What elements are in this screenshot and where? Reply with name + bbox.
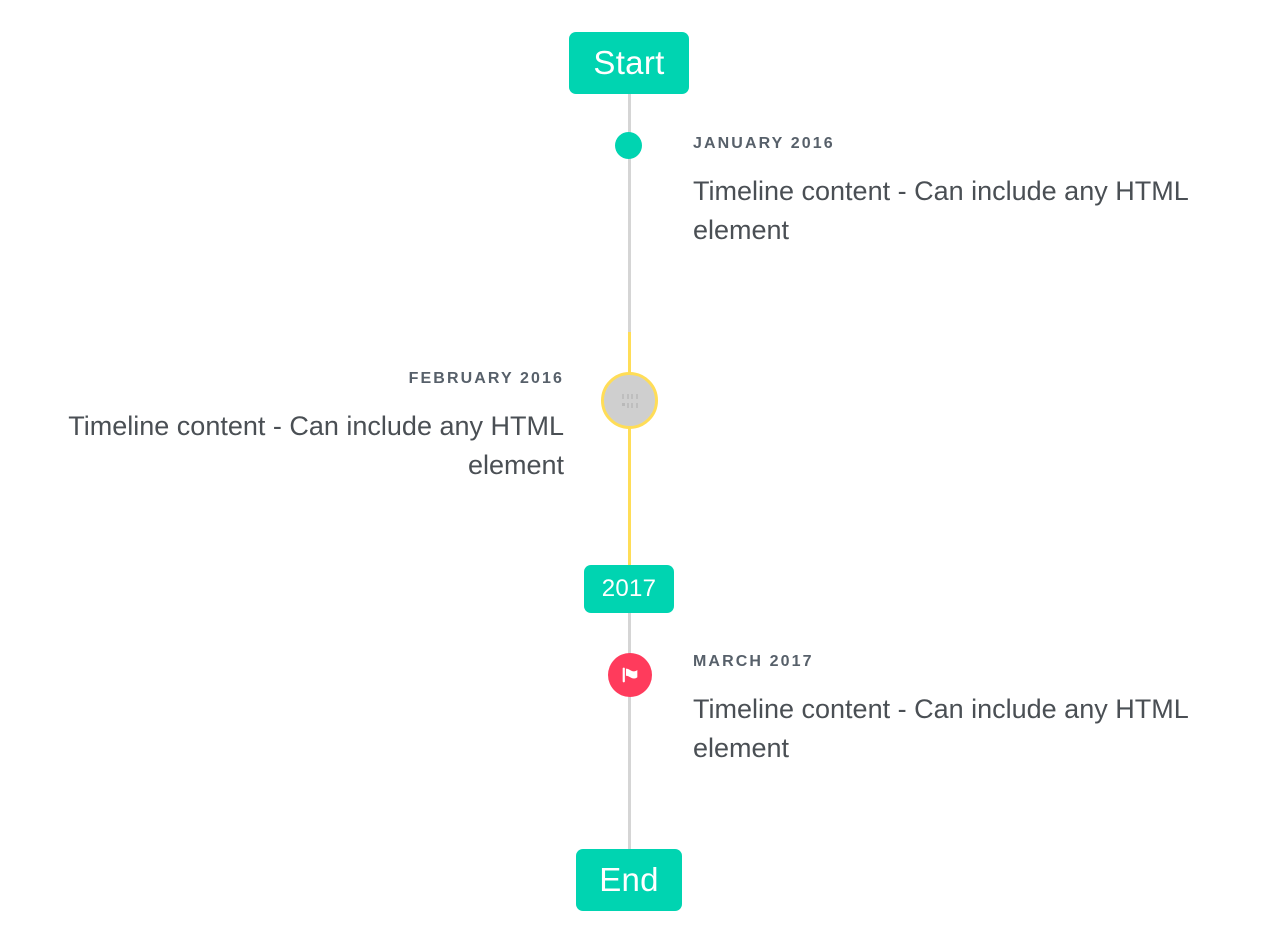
timeline-entry-label: FEBRUARY 2016 xyxy=(408,370,564,387)
timeline-axis-segment-highlight xyxy=(628,332,631,565)
flag-icon xyxy=(622,667,638,683)
timeline-marker-dot-icon[interactable] xyxy=(615,132,642,159)
timeline-marker-broken-image-icon[interactable] xyxy=(601,372,658,429)
timeline-entry-label: JANUARY 2016 xyxy=(693,135,835,152)
timeline-entry-body: Timeline content - Can include any HTML … xyxy=(68,411,564,480)
timeline-entry-body: Timeline content - Can include any HTML … xyxy=(693,694,1188,763)
timeline-start-badge[interactable]: Start xyxy=(569,32,689,94)
timeline-entry-january: JANUARY 2016 Timeline content - Can incl… xyxy=(693,134,1223,249)
timeline-entry-label: MARCH 2017 xyxy=(693,653,814,670)
timeline-end-badge[interactable]: End xyxy=(576,849,682,911)
timeline-entry-body: Timeline content - Can include any HTML … xyxy=(693,176,1188,245)
timeline-axis-segment-top xyxy=(628,94,631,332)
timeline-divider-badge-2017[interactable]: 2017 xyxy=(584,565,674,613)
broken-image-icon xyxy=(621,393,638,408)
timeline-entry-march: MARCH 2017 Timeline content - Can includ… xyxy=(693,652,1223,767)
timeline-marker-flag-icon[interactable] xyxy=(608,653,652,697)
timeline-axis-segment-bottom xyxy=(628,613,631,853)
timeline-entry-february: FEBRUARY 2016 Timeline content - Can inc… xyxy=(34,369,564,484)
